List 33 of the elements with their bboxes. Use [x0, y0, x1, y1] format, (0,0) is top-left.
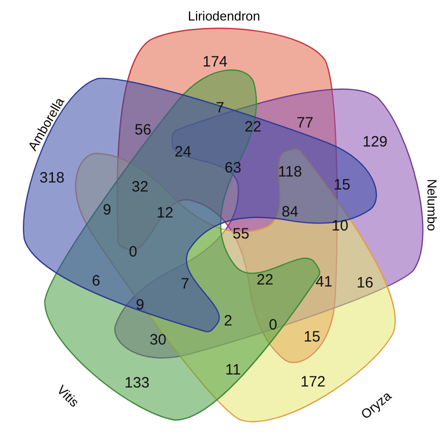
count-label: 10 [332, 218, 348, 234]
count-label: 129 [362, 134, 388, 150]
count-label: 12 [156, 206, 174, 220]
count-label: 55 [232, 226, 250, 242]
count-label: 9 [102, 202, 112, 218]
count-label: 7 [216, 100, 224, 116]
count-label: 9 [136, 298, 144, 312]
count-label: 24 [174, 144, 192, 160]
count-label: 0 [268, 318, 278, 332]
count-label: 174 [202, 54, 228, 70]
count-label: 77 [296, 116, 314, 130]
count-label: 15 [304, 330, 320, 344]
count-label: 63 [224, 160, 242, 176]
count-label: 2 [224, 314, 232, 328]
count-label: 11 [225, 362, 241, 378]
count-label: 56 [134, 122, 152, 138]
count-label: 172 [300, 374, 326, 390]
count-label: 22 [244, 120, 262, 134]
set-name: Nelumbo [426, 178, 438, 232]
count-label: 6 [92, 274, 100, 288]
count-label: 133 [124, 376, 150, 390]
set-name: Liriodendron [188, 10, 260, 22]
count-label: 41 [316, 274, 332, 290]
count-label: 0 [128, 244, 138, 260]
count-label: 32 [132, 180, 148, 194]
count-label: 118 [278, 164, 302, 180]
count-label: 16 [356, 276, 374, 290]
count-label: 7 [180, 276, 190, 292]
count-label: 22 [256, 272, 274, 288]
count-label: 30 [150, 332, 166, 348]
count-label: 84 [282, 204, 298, 220]
count-label: 318 [39, 170, 65, 186]
count-label: 15 [334, 178, 350, 192]
